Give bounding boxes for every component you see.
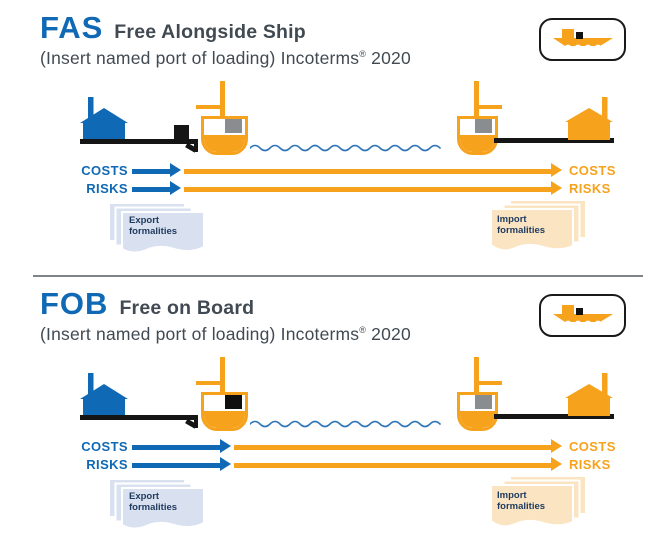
ship-cargo-container	[225, 119, 242, 133]
ship-cargo-container	[475, 119, 492, 133]
subtitle-text: (Insert named port of loading) Incoterms	[40, 324, 360, 344]
cargo-ship-icon	[552, 305, 613, 328]
crane-mast-icon	[220, 81, 225, 117]
costs-label-buyer: COSTS	[569, 163, 616, 178]
crane-arm-icon	[196, 381, 223, 385]
ship-hull	[204, 135, 245, 152]
costs-buyer-arrow	[234, 445, 552, 450]
risks-row: RISKS RISKS	[0, 181, 664, 197]
crane-arm-icon	[196, 105, 223, 109]
crane-arm-icon	[477, 105, 502, 109]
export-formalities-stack: Export formalities	[108, 202, 208, 258]
incoterm-name: Free Alongside Ship	[114, 21, 306, 43]
destination-ship-icon	[457, 116, 498, 155]
risks-label-buyer: RISKS	[569, 181, 611, 196]
section-fas: FAS Free Alongside Ship (Insert named po…	[0, 0, 664, 275]
incoterm-subtitle: (Insert named port of loading) Incoterms…	[40, 324, 411, 345]
document-stack-icon	[108, 478, 205, 530]
incoterm-code: FAS	[40, 10, 104, 45]
cargo-box-on-quay	[174, 125, 189, 140]
risks-seller-arrow	[132, 187, 171, 192]
costs-label-buyer: COSTS	[569, 439, 616, 454]
quay-edge	[193, 139, 198, 152]
destination-quay-line	[494, 414, 614, 419]
export-formalities-label: Export formalities	[129, 215, 178, 238]
import-formalities-stack: Import formalities	[487, 199, 587, 255]
buyer-warehouse-icon	[565, 97, 613, 140]
risks-buyer-arrow	[184, 187, 552, 192]
import-formalities-label: Import formalities	[497, 214, 546, 237]
crane-mast-icon	[220, 357, 225, 393]
ship-cargo-container-onboard	[225, 395, 242, 409]
risks-label-buyer: RISKS	[569, 457, 611, 472]
costs-seller-arrowhead	[220, 439, 231, 453]
section-divider	[33, 275, 643, 277]
ship-hull	[460, 411, 495, 428]
registered-mark: ®	[359, 325, 367, 336]
costs-seller-arrow	[132, 445, 221, 450]
costs-seller-arrow	[132, 169, 171, 174]
crane-mast-icon	[474, 357, 479, 393]
crane-mast-icon	[474, 81, 479, 117]
risks-label-seller: RISKS	[86, 457, 128, 472]
risks-buyer-arrowhead	[551, 181, 562, 195]
risks-seller-arrow	[132, 463, 221, 468]
incoterm-code: FOB	[40, 286, 109, 321]
import-formalities-label: Import formalities	[497, 490, 546, 513]
costs-buyer-arrowhead	[551, 439, 562, 453]
ship-hull	[460, 135, 495, 152]
origin-ship-icon	[201, 392, 248, 431]
quay-line	[80, 415, 197, 420]
origin-ship-icon	[201, 116, 248, 155]
export-formalities-label: Export formalities	[129, 491, 178, 514]
risks-label-seller: RISKS	[86, 181, 128, 196]
import-formalities-stack: Import formalities	[487, 475, 587, 531]
quay-edge	[193, 415, 198, 428]
ship-hull	[204, 411, 245, 428]
incoterm-name: Free on Board	[119, 297, 255, 319]
subtitle-text: (Insert named port of loading) Incoterms	[40, 48, 360, 68]
costs-row: COSTS COSTS	[0, 163, 664, 179]
buyer-warehouse-icon	[565, 373, 613, 416]
ship-cargo-container	[475, 395, 492, 409]
subtitle-year: 2020	[366, 324, 411, 344]
risks-buyer-arrow	[234, 463, 552, 468]
risks-seller-arrowhead	[170, 181, 181, 195]
seller-factory-icon	[80, 97, 128, 142]
section-fob: FOB Free on Board (Insert named port of …	[0, 276, 664, 551]
seller-factory-icon	[80, 373, 128, 418]
document-stack-icon	[490, 199, 587, 252]
destination-ship-icon	[457, 392, 498, 431]
transport-mode-badge	[539, 18, 626, 61]
costs-row: COSTS COSTS	[0, 439, 664, 455]
transport-mode-badge	[539, 294, 626, 337]
costs-label-seller: COSTS	[81, 439, 128, 454]
registered-mark: ®	[359, 49, 367, 60]
section-title: FAS Free Alongside Ship	[40, 10, 306, 46]
export-formalities-stack: Export formalities	[108, 478, 208, 534]
water-wave	[250, 144, 441, 152]
costs-seller-arrowhead	[170, 163, 181, 177]
section-title: FOB Free on Board	[40, 286, 254, 322]
risks-seller-arrowhead	[220, 457, 231, 471]
document-stack-icon	[108, 202, 205, 254]
destination-quay-line	[494, 138, 614, 143]
costs-label-seller: COSTS	[81, 163, 128, 178]
costs-buyer-arrow	[184, 169, 552, 174]
water-wave	[250, 420, 441, 428]
document-stack-icon	[490, 475, 587, 528]
risks-row: RISKS RISKS	[0, 457, 664, 473]
incoterm-subtitle: (Insert named port of loading) Incoterms…	[40, 48, 411, 69]
quay-line	[80, 139, 197, 144]
cargo-ship-icon	[552, 29, 613, 52]
risks-buyer-arrowhead	[551, 457, 562, 471]
costs-buyer-arrowhead	[551, 163, 562, 177]
crane-arm-icon	[477, 381, 502, 385]
subtitle-year: 2020	[366, 48, 411, 68]
